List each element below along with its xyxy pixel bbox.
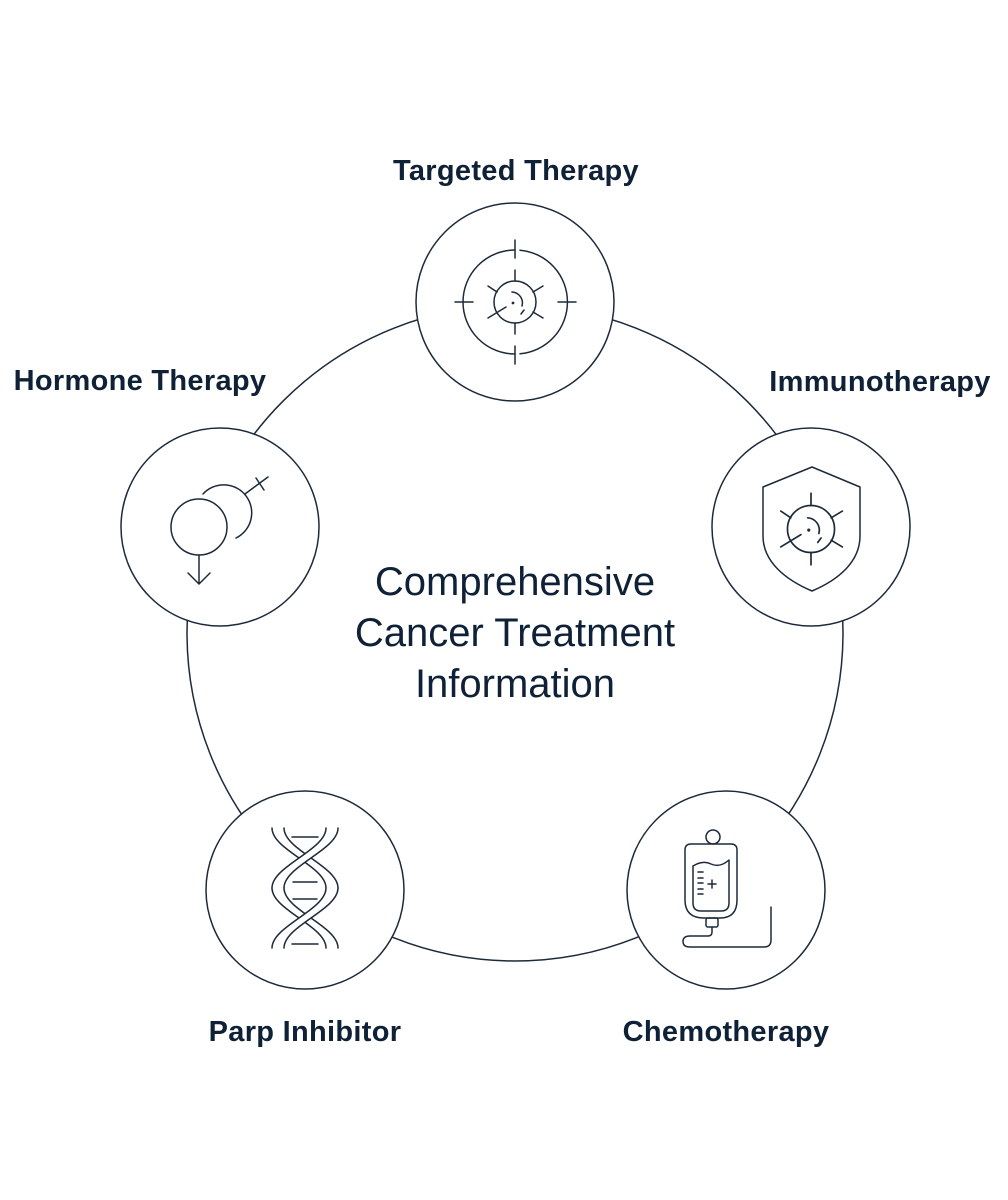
title-line-2: Cancer Treatment	[355, 611, 675, 655]
label-immunotherapy: Immunotherapy	[769, 366, 990, 398]
node-immunotherapy: Immunotherapy	[711, 366, 990, 627]
title-line-3: Information	[415, 662, 615, 706]
node-circle	[120, 427, 320, 627]
male-symbol-icon	[170, 498, 228, 585]
label-parp-inhibitor: Parp Inhibitor	[209, 1016, 402, 1048]
shield-virus-icon	[762, 466, 861, 592]
node-circle	[415, 202, 615, 402]
female-symbol-icon	[202, 484, 253, 539]
node-circle	[711, 427, 911, 627]
center-title: Comprehensive Cancer Treatment Informati…	[355, 560, 675, 706]
label-hormone-therapy: Hormone Therapy	[14, 365, 267, 397]
node-targeted-therapy: Targeted Therapy	[393, 155, 639, 402]
title-line-1: Comprehensive	[375, 560, 655, 604]
node-chemotherapy: Chemotherapy	[623, 790, 830, 1048]
shield-icon	[762, 466, 861, 592]
node-circle	[205, 790, 405, 990]
label-targeted-therapy: Targeted Therapy	[393, 155, 639, 187]
dna-icon	[271, 827, 339, 949]
iv-bag-icon	[682, 829, 772, 948]
node-circle	[626, 790, 826, 990]
label-chemotherapy: Chemotherapy	[623, 1016, 830, 1048]
node-hormone-therapy: Hormone Therapy	[14, 365, 320, 627]
node-parp-inhibitor: Parp Inhibitor	[205, 790, 405, 1048]
target-virus-icon	[454, 239, 577, 365]
gender-symbols-icon	[170, 476, 269, 585]
